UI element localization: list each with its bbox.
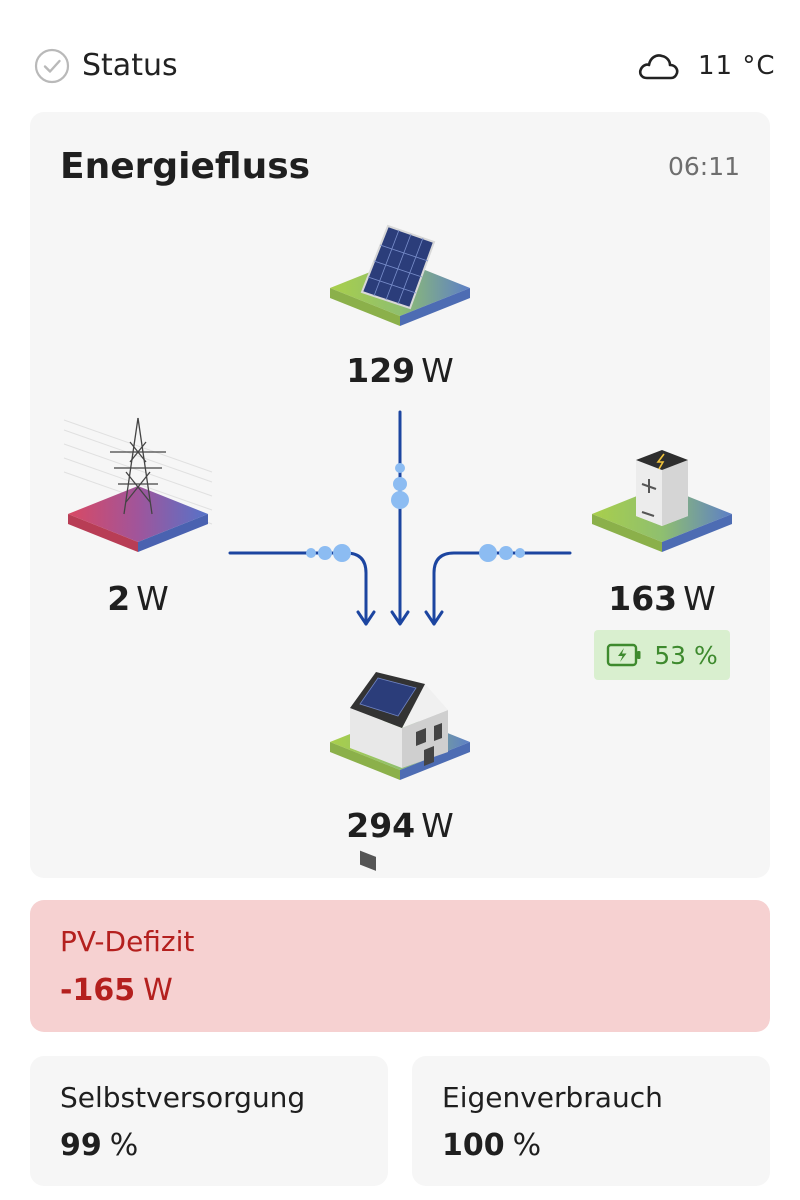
pv-panel-icon xyxy=(330,224,470,326)
self-consumption-card[interactable] xyxy=(412,1056,770,1186)
grid-tower-icon xyxy=(63,417,213,552)
flow-lines xyxy=(228,410,572,626)
battery-charge-badge: 53 % xyxy=(594,630,730,680)
check-circle-icon xyxy=(34,48,70,84)
temperature-readout: 11 °C xyxy=(698,51,776,81)
self-sufficiency-card[interactable] xyxy=(30,1056,388,1186)
pv-deficit-card[interactable] xyxy=(30,900,770,1032)
self-sufficiency-label: Selbstversorgung xyxy=(60,1081,306,1114)
status-label[interactable]: Status xyxy=(82,48,178,83)
pv-deficit-title: PV-Defizit xyxy=(60,925,195,958)
self-consumption-value: 100% xyxy=(442,1128,542,1163)
cloud-icon xyxy=(638,54,679,80)
battery-charging-icon xyxy=(607,643,641,667)
battery-charge-value: 53 % xyxy=(654,640,718,670)
energy-flow-diagram xyxy=(63,224,732,871)
self-sufficiency-value: 99% xyxy=(60,1128,139,1163)
energy-flow-title: Energiefluss xyxy=(60,146,311,187)
house-icon xyxy=(330,672,470,871)
flow-dots xyxy=(306,463,525,562)
self-consumption-label: Eigenverbrauch xyxy=(442,1081,663,1114)
battery-storage-icon xyxy=(592,450,732,552)
energy-flow-time: 06:11 xyxy=(668,152,741,181)
